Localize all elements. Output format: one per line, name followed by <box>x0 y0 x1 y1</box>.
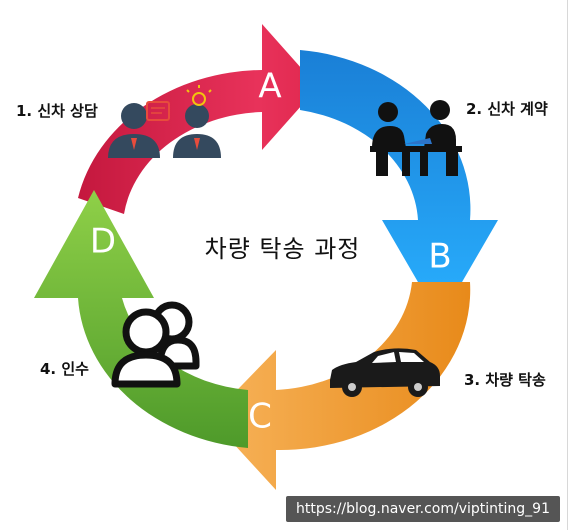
step-1-label: 1. 신차 상담 <box>16 102 98 120</box>
stage-d-letter: D <box>90 222 116 262</box>
stage-a-letter: A <box>258 67 281 107</box>
stage-b-arrow <box>300 50 498 320</box>
frame-border <box>567 0 568 530</box>
consultation-people-icon <box>108 85 221 158</box>
stage-b-letter: B <box>428 237 451 277</box>
stage-c-letter: C <box>248 397 272 437</box>
users-icon <box>111 301 200 388</box>
step-3-label: 3. 차량 탁송 <box>464 371 546 389</box>
car-icon <box>330 348 440 397</box>
step-2-label: 2. 신차 계약 <box>466 100 548 118</box>
watermark: https://blog.naver.com/viptinting_91 <box>285 496 560 522</box>
stage-d-arrow <box>34 190 248 448</box>
center-title: 차량 탁송 과정 <box>204 235 361 263</box>
contract-signing-icon <box>370 100 462 176</box>
step-4-label: 4. 인수 <box>40 360 89 378</box>
